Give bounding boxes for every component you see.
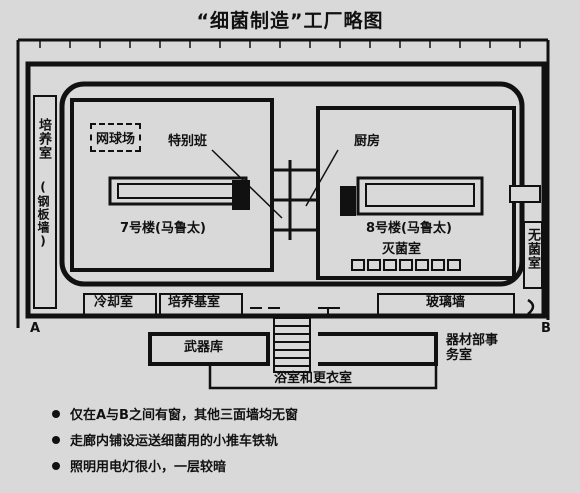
notes-list: 仅在A与B之间有窗，其他三面墙均无窗 走廊内铺设运送细菌用的小推车铁轨 照明用电…	[52, 404, 298, 482]
building7-stair	[232, 180, 250, 210]
culture-medium-room-box	[159, 293, 243, 317]
bullet-icon	[52, 409, 60, 418]
note-item: 仅在A与B之间有窗，其他三面墙均无窗	[52, 404, 298, 423]
note-item: 照明用电灯很小，一层较暗	[52, 456, 298, 475]
glass-wall-box	[377, 293, 515, 317]
culture-medium-room-label: 培养基室	[168, 295, 221, 310]
note-item: 走廊内铺设运送细菌用的小推车铁轨	[52, 430, 298, 449]
rail-track	[59, 81, 525, 287]
aseptic-room-label: 无菌室	[525, 228, 540, 270]
cooling-room-box	[83, 293, 157, 317]
equipment-office-wall	[318, 332, 438, 366]
culture-room-left-label: 培养室	[36, 118, 51, 160]
building8-label: 8号楼(马鲁太)	[366, 221, 452, 236]
point-a-label: A	[30, 321, 41, 336]
glass-wall-label: 玻璃墙	[426, 295, 466, 310]
note-text: 仅在A与B之间有窗，其他三面墙均无窗	[70, 408, 298, 423]
aseptic-room-box	[523, 221, 543, 289]
outer-wall	[25, 61, 547, 319]
page-title: “细菌制造”工厂略图	[196, 10, 384, 32]
building8-core-outer	[356, 176, 484, 216]
building7-label: 7号楼(马鲁太)	[120, 221, 206, 236]
kitchen-pointer	[305, 149, 339, 207]
sterilization-room-label: 灭菌室	[382, 242, 422, 257]
special-team-label: 特别班	[168, 134, 208, 149]
connector	[270, 160, 320, 240]
armory-label: 武器库	[184, 340, 224, 355]
stairway	[273, 317, 311, 373]
building8-core-inner	[365, 183, 475, 207]
right-passage	[509, 185, 541, 203]
building8-stair	[340, 186, 356, 216]
bullet-icon	[52, 435, 60, 444]
tennis-court-label: 网球场	[90, 123, 142, 152]
bottom-doors	[250, 307, 340, 318]
hook-mark	[527, 298, 535, 315]
note-text: 照明用电灯很小，一层较暗	[70, 460, 227, 475]
steel-plate-wall-label: (钢板墙)	[36, 180, 50, 249]
note-text: 走廊内铺设运送细菌用的小推车铁轨	[70, 434, 279, 449]
sterilization-tanks	[351, 259, 461, 271]
cooling-room-label: 冷却室	[94, 295, 134, 310]
roof-strip	[16, 38, 550, 328]
bullet-icon	[52, 461, 60, 470]
kitchen-label: 厨房	[354, 134, 381, 149]
bath-room-label: 浴室和更衣室	[274, 371, 353, 386]
point-b-label: B	[541, 321, 551, 336]
bathroom-wall	[208, 364, 438, 390]
building7-core-inner	[117, 183, 239, 199]
left-culture-room-box	[33, 95, 57, 309]
building7-core-outer	[108, 176, 248, 206]
equipment-office-label: 器材部事务室	[446, 333, 499, 363]
special-team-pointer	[211, 149, 283, 219]
